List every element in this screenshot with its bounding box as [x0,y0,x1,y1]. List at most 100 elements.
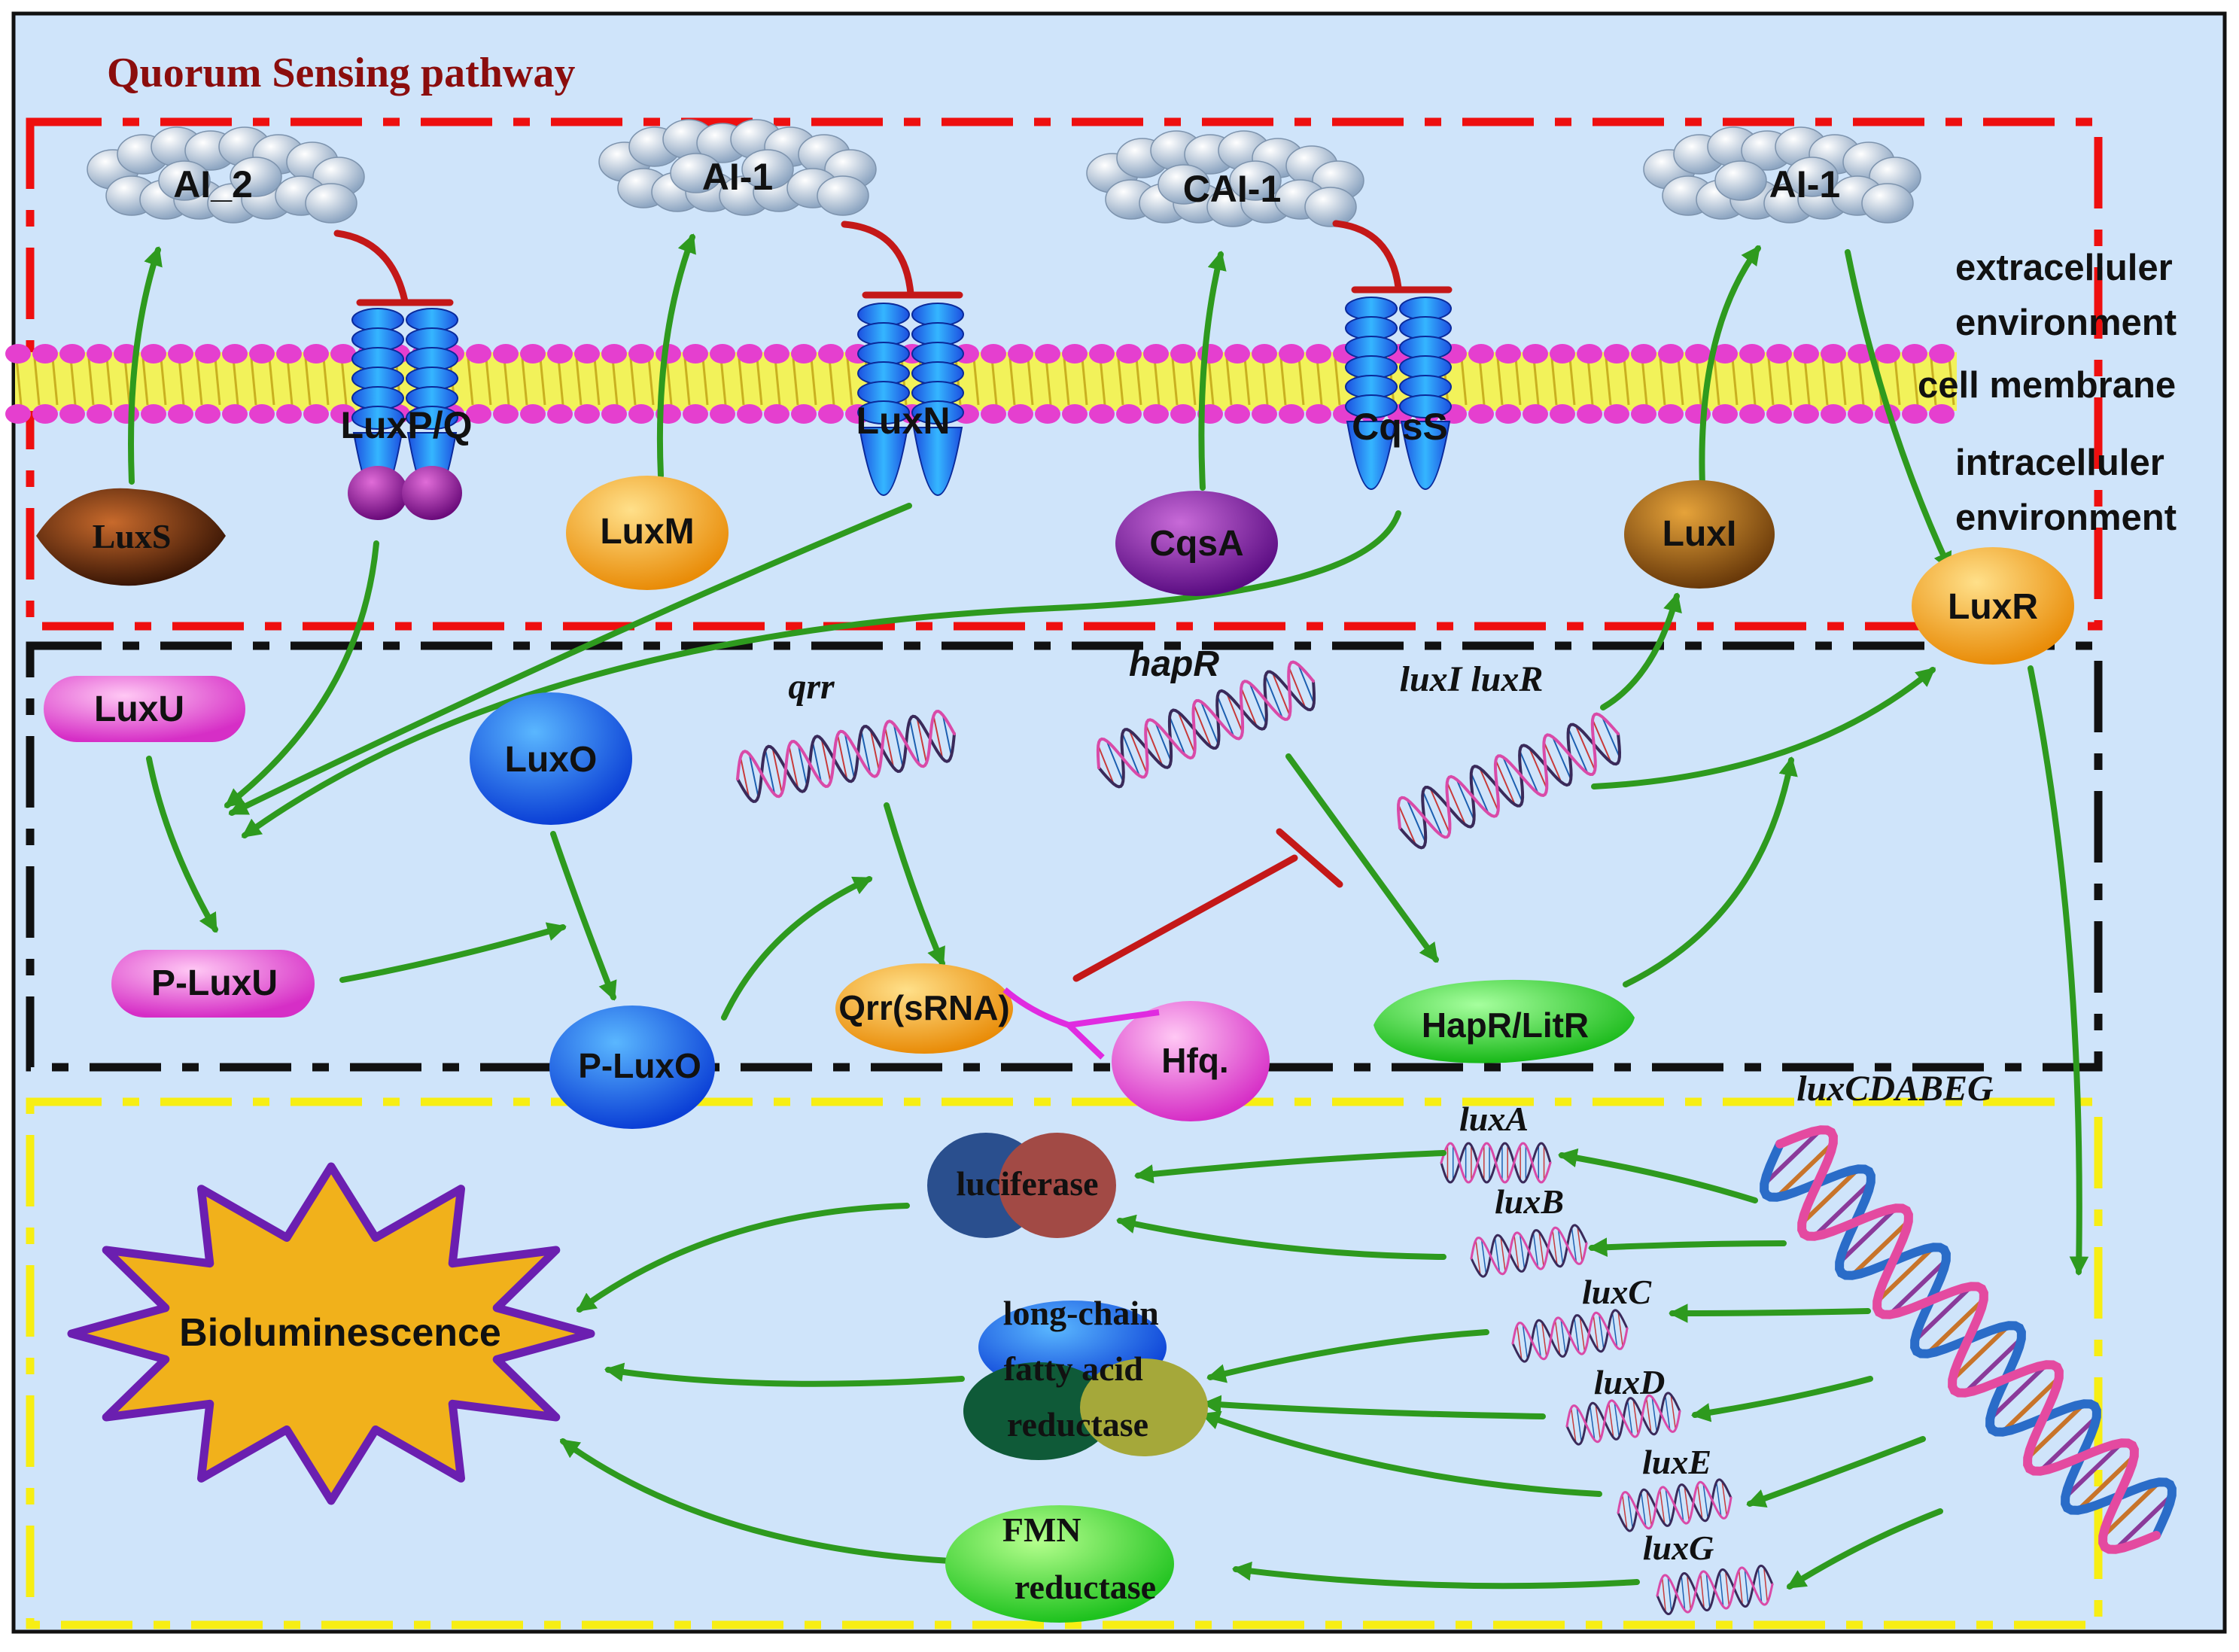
lipid-head [466,404,491,424]
dna-operon-rung [2038,1415,2098,1473]
dna-hapr-rung [1121,733,1141,777]
dna-qrr-rung [820,738,832,783]
lipid-head [981,344,1006,364]
protein-luxm-group: LuxM [566,476,729,590]
dna-luxc-rung [1574,1317,1580,1352]
lipid-head [1143,404,1169,424]
dna-luxb-rung [1519,1234,1526,1270]
dna-luxg-rung [1757,1568,1763,1603]
lipid-head [1089,404,1115,424]
dna-luxb-rung [1552,1230,1558,1265]
lipid-tail [575,357,583,406]
lipid-head [1143,344,1169,364]
membrane-label: cell membrane [1918,365,2176,406]
lipid-tail [1225,357,1233,406]
arrow-pluxu-pluxo [339,922,567,983]
reductase-subunit-right [1080,1358,1208,1456]
dna-luxe-rung [1715,1482,1722,1517]
lipid-head [574,404,600,424]
lipid-head [1902,404,1927,424]
lipid-head [601,404,627,424]
arrow-cqss-pluxu [241,510,1401,838]
dna-luxe-rung [1621,1494,1628,1529]
protein-pluxu [111,950,315,1018]
activation-arrows [128,233,2089,1590]
arrow-luxir-luxr [1591,667,1936,789]
signal-ai1-b: AI-1 [1769,163,1840,205]
dna-operon-rung [1988,1363,2049,1421]
gene-luxd: luxD [1594,1363,1666,1401]
lipid-tail [719,357,727,406]
lipid-head [818,404,844,424]
dna-luxir-rung [1495,759,1516,805]
lipid-tail [1478,357,1486,406]
receptor-helix [857,400,910,424]
dna-qrr-rung [788,745,799,789]
dna-qrr-rung [884,726,895,768]
dna-hapr-rung [1226,693,1243,733]
lipid-tail [141,357,149,406]
lipid-head [1577,344,1602,364]
dna-luxir-rung [1592,719,1612,762]
arrow-luxpq-pluxu [224,540,379,808]
lipid-tail [1297,357,1305,406]
protein-hfq-group: Hfq. [1112,1001,1270,1121]
lipid-tail [701,357,709,406]
arrow-fmn-biolum [559,1438,968,1565]
lipid-head [520,404,546,424]
lipid-head [195,404,221,424]
enzyme-reductase-line1: long-chain [1003,1294,1159,1332]
arrow-luxs-ai2 [128,246,163,485]
lipid-tail [1135,357,1142,406]
gene-luxe: luxE [1642,1443,1711,1481]
lipid-tail [1316,357,1323,406]
extracellular-label-line1: extracelluler [1955,248,2173,288]
cloud-bubble [1229,160,1282,201]
srna-strand [1002,987,1160,1060]
bioluminescence-label: Bioluminescence [179,1311,501,1355]
dna-luxc-rung [1554,1320,1561,1355]
protein-hfq-label: Hfq. [1161,1041,1228,1080]
lipid-head [493,344,519,364]
dna-hapr-rung [1128,730,1148,774]
lipid-tail [1586,357,1594,406]
dna-operon-rung [2064,1441,2124,1499]
lipid-tail [1081,357,1088,406]
lipid-tail [467,357,474,406]
protein-haprlitr-group: HapR/LitR [1374,979,1635,1063]
enzyme-fmn-line1: FMN [1002,1511,1081,1549]
dna-luxd-rung [1589,1405,1596,1441]
receptor-luxpq: LuxP/Q [340,404,472,446]
cloud-bubble [817,175,869,216]
lipid-head [141,344,166,364]
lipid-head [574,344,600,364]
dna-luxd-rung [1608,1403,1614,1438]
lipid-head [222,404,248,424]
protein-cqsa-label: CqsA [1149,524,1243,564]
lipid-head [249,404,275,424]
dna-qrr-rung [869,729,880,771]
lipid-tail [683,357,691,406]
lipid-tail [485,357,492,406]
lipid-tail [1767,357,1775,406]
arrow-hapr-haprlitr [1285,753,1439,963]
dna-luxc-rung [1516,1325,1523,1360]
dna-qrr-rung [932,715,944,759]
dna-luxd-rung [1664,1395,1671,1431]
dna-luxg-rung [1763,1567,1769,1603]
dna-hapr-rung [1271,672,1291,716]
lipid-tail [1749,357,1757,406]
lipid-head [222,344,248,364]
lipid-head [1089,344,1115,364]
lipid-head [168,344,193,364]
dna-qrr-rung [916,718,927,763]
signal-clouds [87,119,1921,227]
dna-luxe-strand [1617,1480,1732,1530]
lipid-head [683,404,708,424]
lipid-head [303,404,329,424]
dna-luxa-strand [1440,1142,1552,1184]
lipid-tail [1189,357,1197,406]
enzyme-reductase-line2: fatty acid [1004,1349,1144,1388]
receptor-cqss: CqsS [1352,406,1448,448]
dna-hapr-rung [1249,683,1267,724]
